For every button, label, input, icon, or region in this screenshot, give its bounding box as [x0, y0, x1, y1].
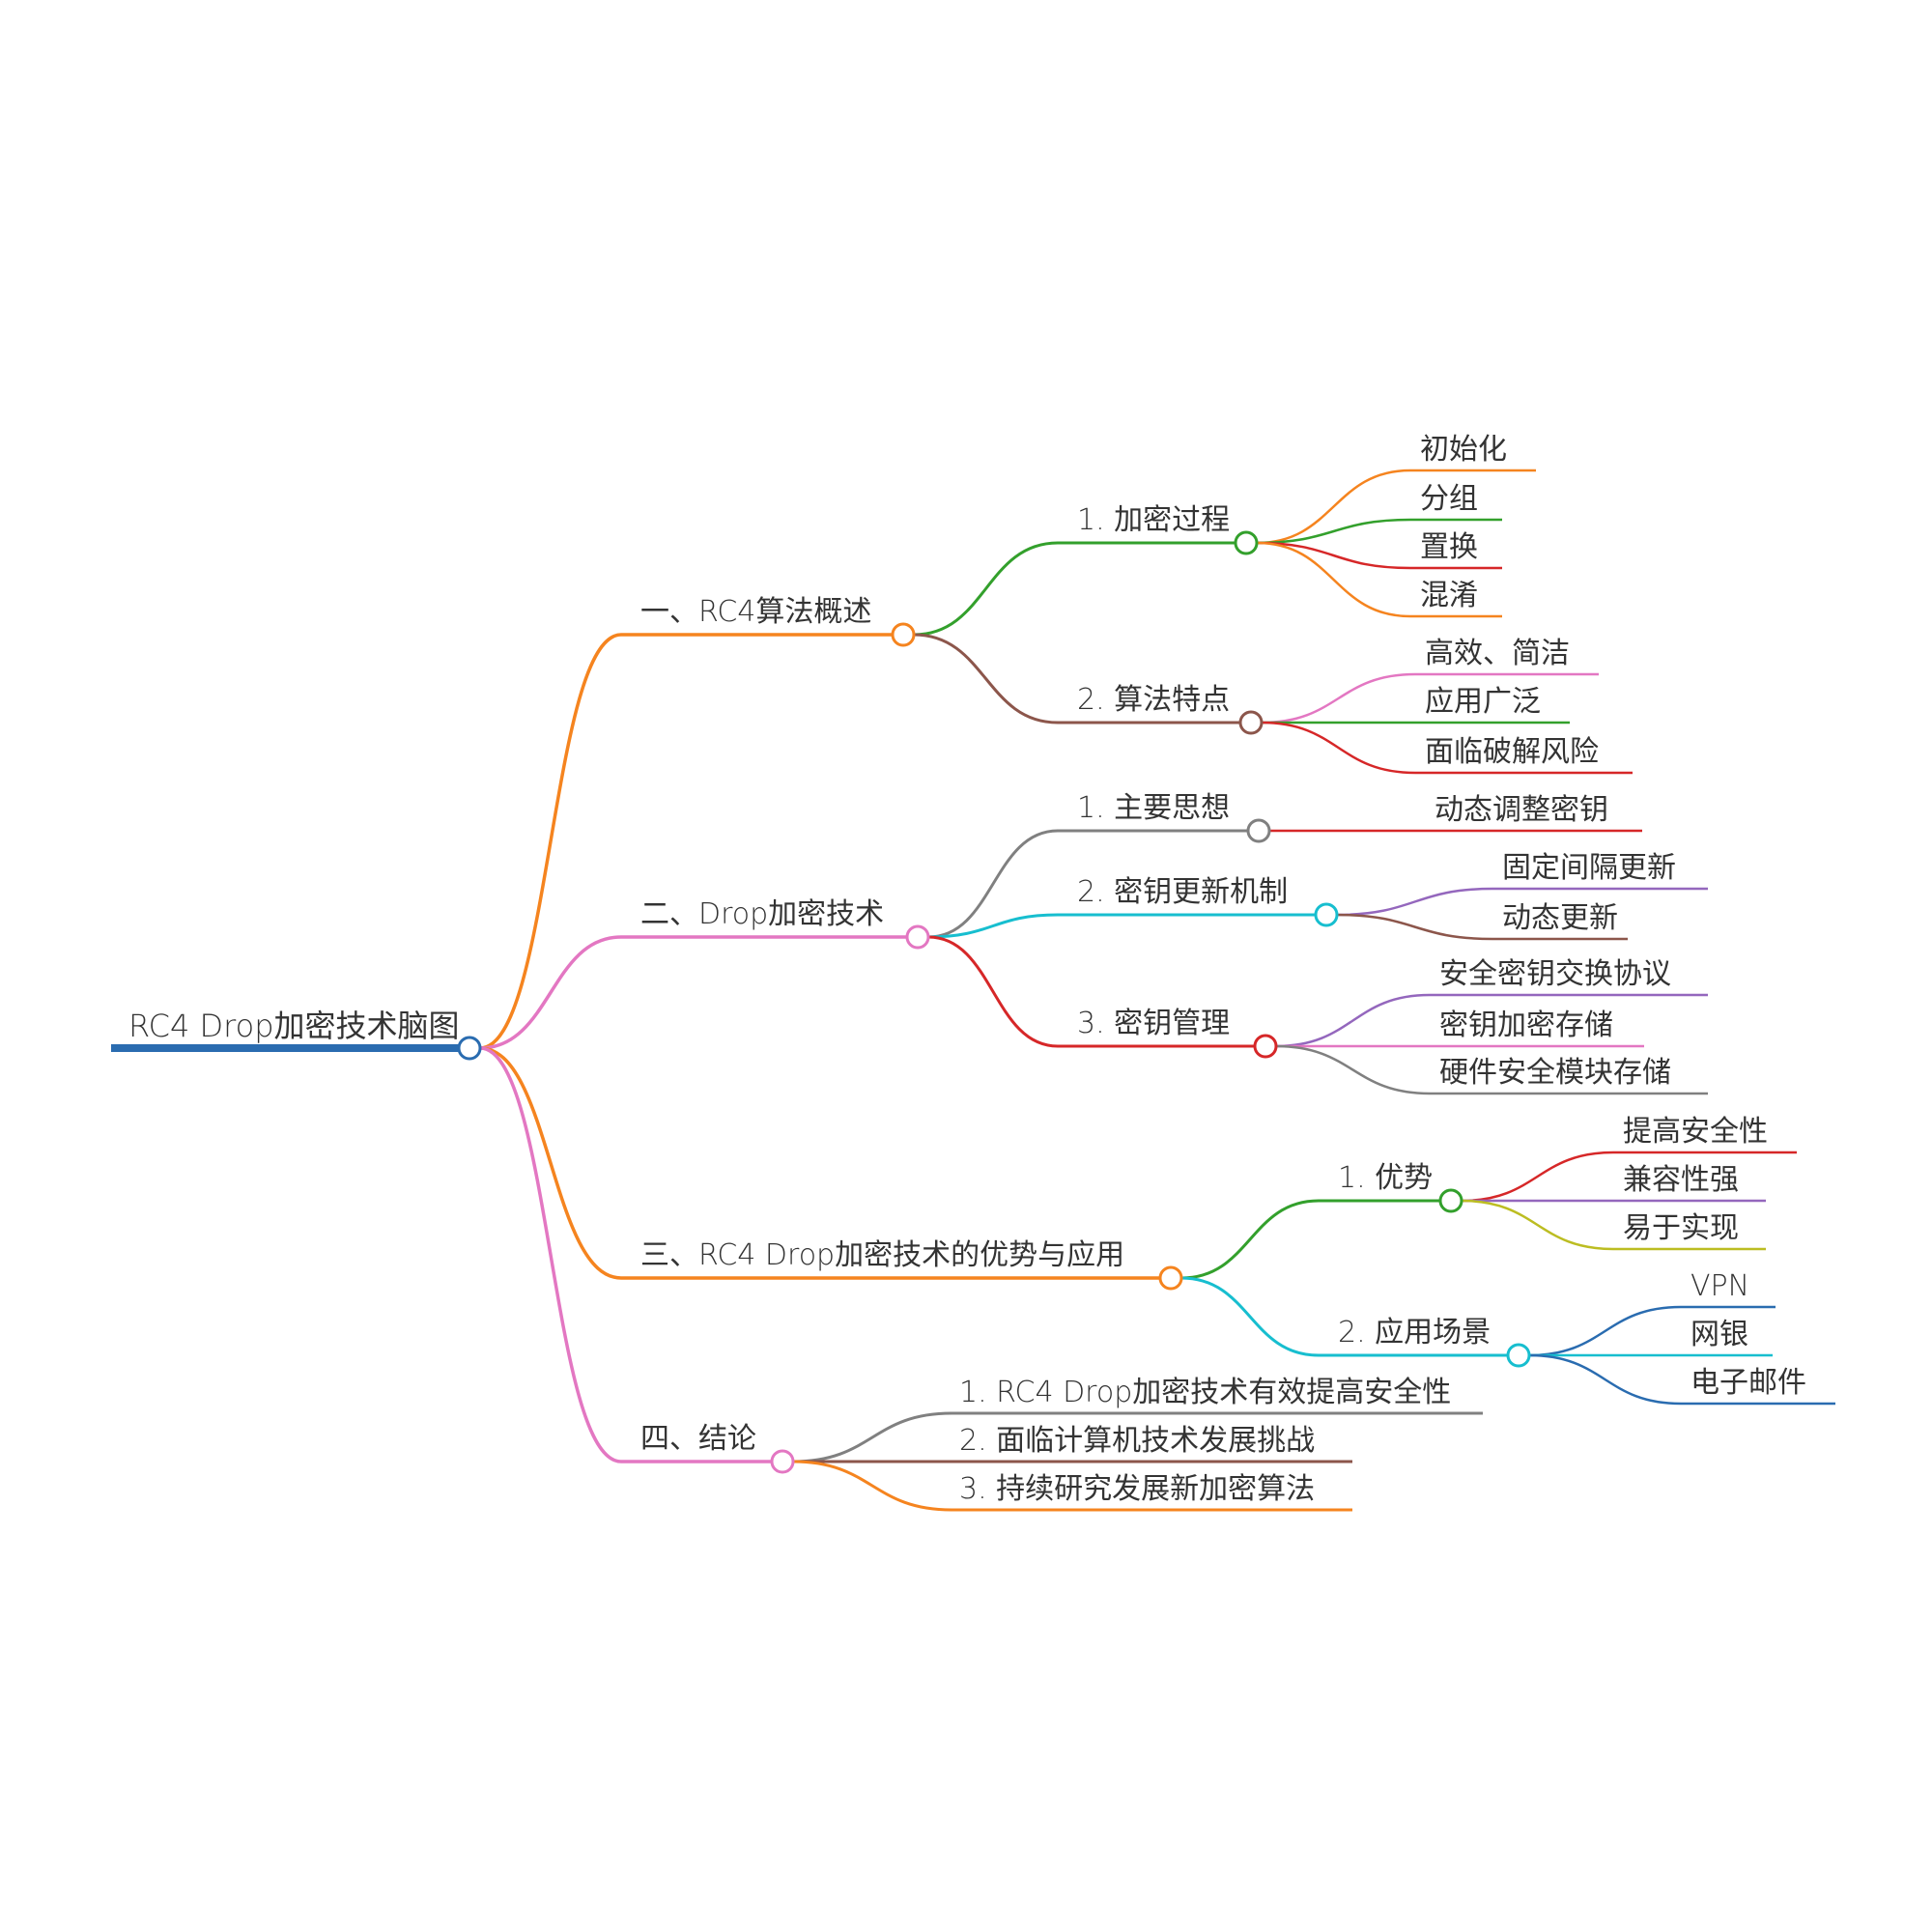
- sub-branch-label: 2. 应用场景: [1338, 1316, 1491, 1350]
- leaf-connector: [1336, 913, 1493, 941]
- sub-branch-connector: [927, 913, 1059, 939]
- branch-node-toggle[interactable]: [770, 1449, 795, 1474]
- branch-connector: [479, 1046, 622, 1280]
- branch-connector: [479, 633, 622, 1050]
- sub-branch-toggle[interactable]: [1506, 1343, 1531, 1368]
- sub-branch-connector: [1180, 1276, 1320, 1357]
- conclusion-item: 2. 面临计算机技术发展挑战: [959, 1424, 1315, 1458]
- leaf-node: 硬件安全模块存储: [1439, 1056, 1671, 1090]
- sub-branch-toggle[interactable]: [1238, 710, 1264, 735]
- connector-layer: [111, 469, 1835, 1512]
- leaf-connector: [1256, 518, 1411, 545]
- branch-node-label: 三、RC4 Drop加密技术的优势与应用: [640, 1238, 1124, 1272]
- leaf-node: 置换: [1420, 530, 1478, 564]
- leaf-connector: [1336, 887, 1493, 917]
- sub-branch-connector: [1180, 1199, 1320, 1280]
- conclusion-connector: [792, 1460, 952, 1512]
- conclusion-connector: [792, 1411, 952, 1463]
- node-layer: 初始化分组置换混淆高效、简洁应用广泛面临破解风险动态调整密钥固定间隔更新动态更新…: [128, 433, 1806, 1506]
- sub-branch-label: 3. 密钥管理: [1077, 1007, 1230, 1040]
- sub-branch-label: 2. 算法特点: [1077, 683, 1230, 717]
- leaf-connector: [1461, 1151, 1614, 1203]
- leaf-connector: [1461, 1199, 1614, 1251]
- conclusion-item: 1. RC4 Drop加密技术有效提高安全性: [959, 1376, 1451, 1409]
- leaf-node: 动态更新: [1502, 901, 1618, 935]
- sub-branch-label: 1. 优势: [1338, 1161, 1433, 1195]
- leaf-node: 易于实现: [1623, 1211, 1739, 1245]
- leaf-node: 分组: [1420, 482, 1478, 516]
- leaf-node: 高效、简洁: [1425, 637, 1570, 670]
- root-node-label: RC4 Drop加密技术脑图: [128, 1008, 460, 1044]
- leaf-connector: [1275, 993, 1431, 1048]
- root-node-toggle[interactable]: [457, 1036, 482, 1061]
- leaf-node: 兼容性强: [1623, 1163, 1739, 1197]
- sub-branch-connector: [913, 633, 1059, 724]
- leaf-node: 面临破解风险: [1425, 735, 1599, 769]
- leaf-node: 动态调整密钥: [1435, 793, 1608, 827]
- leaf-connector: [1256, 469, 1411, 545]
- branch-node-label: 二、Drop加密技术: [640, 897, 884, 931]
- branch-connector: [479, 935, 622, 1050]
- sub-branch-toggle[interactable]: [1253, 1034, 1278, 1059]
- sub-branch-toggle[interactable]: [1438, 1188, 1463, 1213]
- branch-node-toggle[interactable]: [891, 622, 916, 647]
- sub-branch-toggle[interactable]: [1314, 902, 1339, 927]
- leaf-connector: [1261, 672, 1416, 724]
- sub-branch-connector: [913, 541, 1059, 637]
- leaf-node: 混淆: [1420, 579, 1478, 612]
- branch-node-label: 四、结论: [640, 1422, 756, 1456]
- branch-node-toggle[interactable]: [1158, 1265, 1183, 1291]
- leaf-connector: [1256, 541, 1411, 570]
- leaf-node: 电子邮件: [1690, 1366, 1806, 1400]
- leaf-connector: [1256, 541, 1411, 618]
- sub-branch-label: 2. 密钥更新机制: [1077, 875, 1288, 909]
- leaf-node: 提高安全性: [1623, 1115, 1768, 1149]
- branch-node-label: 一、RC4算法概述: [640, 595, 871, 629]
- sub-branch-label: 1. 加密过程: [1077, 503, 1230, 537]
- branch-connector: [479, 1046, 622, 1463]
- sub-branch-toggle[interactable]: [1234, 530, 1259, 555]
- branch-node-toggle[interactable]: [905, 924, 930, 950]
- leaf-connector: [1528, 1305, 1682, 1357]
- sub-branch-connector: [927, 829, 1059, 939]
- leaf-connector: [1528, 1353, 1682, 1406]
- leaf-node: VPN: [1690, 1269, 1749, 1303]
- leaf-node: 初始化: [1420, 433, 1507, 467]
- leaf-node: 安全密钥交换协议: [1439, 957, 1671, 991]
- leaf-node: 网银: [1690, 1318, 1748, 1351]
- leaf-node: 应用广泛: [1425, 685, 1541, 719]
- leaf-connector: [1275, 1044, 1431, 1095]
- sub-branch-connector: [927, 935, 1059, 1048]
- leaf-connector: [1261, 721, 1416, 775]
- sub-branch-label: 1. 主要思想: [1077, 791, 1230, 825]
- conclusion-item: 3. 持续研究发展新加密算法: [959, 1472, 1315, 1506]
- sub-branch-toggle[interactable]: [1246, 818, 1271, 843]
- leaf-node: 固定间隔更新: [1502, 851, 1676, 885]
- leaf-node: 密钥加密存储: [1439, 1009, 1613, 1042]
